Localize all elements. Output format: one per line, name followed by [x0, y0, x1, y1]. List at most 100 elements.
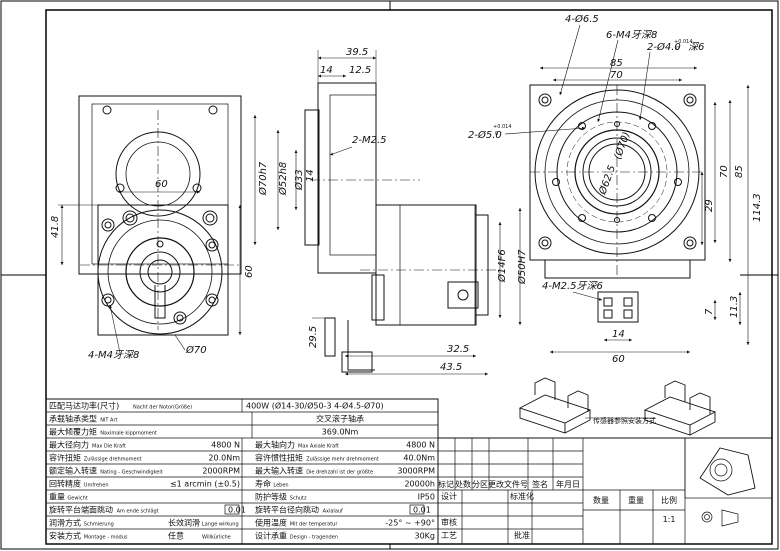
title-header: 签名 — [532, 479, 548, 489]
title-header: 处数 — [455, 479, 471, 489]
spec-value-sub: Lange wirkung — [202, 522, 239, 528]
front-dim-41-8: 41.8 — [50, 216, 61, 238]
spec-label-sub: Nating - Geschwindigkeit — [100, 470, 163, 476]
side-dim-33: Ø33 — [293, 169, 305, 191]
spec-right-label: 容许惯性扭矩 — [255, 453, 303, 463]
top-dim-pin5-tol: +0.014 — [493, 124, 512, 130]
spec-label: 回转精度 — [49, 479, 81, 489]
top-dim-85: 85 — [610, 58, 623, 69]
title-header: 更改文件号 — [488, 479, 528, 489]
front-dim-holes: 4-M4牙深8 — [88, 349, 139, 361]
side-dim-43-5: 43.5 — [440, 362, 462, 373]
title-texts: 标记处数分区更改文件号签名年月日设计标准化审核工艺批准数量重量比例1:1 — [438, 479, 677, 540]
front-flange — [78, 95, 242, 275]
front-output-disc — [97, 209, 223, 335]
side-dim-m2-5: 2-M2.5 — [352, 135, 387, 146]
side-dim-32-5: 32.5 — [447, 344, 469, 355]
spec-label: 安装方式 — [49, 531, 81, 541]
spec-label: 容许扭矩 — [49, 453, 81, 463]
title-approve: 批准 — [514, 530, 530, 540]
side-dim-50h7: Ø50H7 — [516, 249, 528, 285]
spec-right-label-sub: Mit der temperatur — [290, 522, 339, 528]
top-dim-70pcd: (Ø70) — [612, 130, 633, 161]
top-dim-holes4: 4-Ø6.5 — [565, 13, 599, 25]
top-dim-v29: 29 — [704, 199, 715, 212]
spec-label: 旋转平台端面跳动 — [49, 505, 113, 515]
title-block — [437, 437, 773, 545]
top-dim-v114: 114.3 — [752, 193, 763, 222]
front-view — [58, 95, 242, 354]
title-scale-value: 1:1 — [663, 515, 676, 524]
spec-right-value: 30Kg — [414, 532, 435, 541]
spec-label-sub: NIT Art — [100, 418, 117, 424]
top-dim-62-5: Ø62.5 — [596, 164, 618, 197]
spec-value: 400W (Ø14-30/Ø50-3 4-Ø4.5-Ø70) — [246, 401, 384, 411]
spec-right-label: 设计承重 — [255, 531, 287, 541]
side-view — [253, 50, 522, 376]
top-dim-v70: 70 — [719, 165, 730, 178]
spec-right-label: 旋转平台径向跳动 — [255, 505, 319, 515]
spec-right-label-sub: Schutz — [290, 496, 307, 502]
top-dim-pin4: 2-Ø4.0 — [647, 41, 681, 53]
spec-right-label: 使用温度 — [255, 518, 287, 528]
spec-right-label-sub: Axialauf — [323, 509, 343, 515]
front-dim-60-v: 60 — [244, 265, 255, 278]
top-dim-pin5-tol2: 0 — [495, 131, 498, 137]
top-dim-60: 60 — [612, 354, 625, 365]
top-dim-v11-3: 11.3 — [729, 296, 740, 318]
top-dim-pin4-depth: 深6 — [688, 41, 704, 53]
side-dim-52h8: Ø52h8 — [277, 162, 289, 196]
spec-right-label: 最大输入转速 — [255, 466, 303, 476]
spec-label-sub: Max Die Kraft — [92, 444, 126, 450]
spec-value: 369.0Nm — [322, 428, 359, 437]
top-dim-pin5: 2-Ø5.0 — [468, 129, 502, 141]
side-dim-14: 14 — [320, 65, 333, 76]
top-view — [504, 24, 750, 354]
spec-label: 最大径向力 — [49, 440, 89, 450]
front-dim-60: 60 — [155, 179, 168, 190]
spec-right-label: 最大轴向力 — [255, 440, 295, 450]
title-review: 审核 — [441, 517, 457, 527]
spec-right-label: 寿命 — [255, 479, 271, 489]
top-dim-pin4-tol: +0.014 — [674, 39, 693, 45]
spec-right-label-sub: Leben — [273, 483, 288, 489]
spec-right-label-sub: Zulässige mehr drehmoment — [306, 457, 379, 463]
spec-table — [45, 398, 439, 545]
spec-label: 润滑方式 — [49, 518, 81, 528]
title-weight: 重量 — [628, 495, 644, 505]
side-dim-39-5: 39.5 — [346, 47, 368, 58]
spec-right-value: 20000h — [404, 480, 435, 489]
spec-right-label-sub: Die drehzahl ist der größte — [306, 470, 373, 476]
spec-right-label-sub: Design - tragenden — [290, 535, 338, 541]
spec-value: ≤1 arcmin (±0.5) — [170, 480, 240, 489]
spec-right-value: 4800 N — [406, 441, 435, 450]
side-sensor — [447, 281, 479, 309]
title-header: 年月日 — [556, 479, 580, 489]
title-header: 分区 — [472, 480, 488, 489]
top-dim-m25: 4-M2.5牙深6 — [542, 280, 603, 292]
spec-value: 长效润滑 — [168, 518, 200, 528]
side-dim-70h7: Ø70h7 — [257, 161, 269, 196]
spec-label-sub: Montage - modus — [84, 535, 128, 541]
spec-label-sub: Schmierung — [84, 522, 114, 528]
spec-right-value: IP50 — [418, 493, 435, 502]
spec-label-sub: Gewicht — [67, 496, 87, 502]
spec-value: 任意 — [168, 531, 184, 541]
side-motor-flange — [317, 82, 377, 274]
title-header: 标记 — [438, 479, 454, 489]
spec-label-sub: Naximale kippmoment — [100, 431, 157, 437]
spec-right-label: 防护等级 — [255, 492, 287, 502]
title-scale: 比例 — [661, 495, 677, 505]
spec-label: 承载轴承类型 — [49, 414, 97, 424]
side-dim-14b: 14 — [305, 169, 316, 182]
top-sensor-block — [597, 291, 639, 323]
top-dim-m4: 6-M4牙深8 — [606, 29, 657, 41]
spec-label: 额定输入转速 — [49, 466, 97, 476]
side-gear-body — [375, 204, 477, 326]
spec-right-value: 0.01 — [413, 506, 431, 515]
front-dim-dia70: Ø70 — [185, 344, 207, 356]
spec-value: 0.01 — [228, 506, 246, 515]
spec-value: 2000RPM — [202, 467, 240, 476]
